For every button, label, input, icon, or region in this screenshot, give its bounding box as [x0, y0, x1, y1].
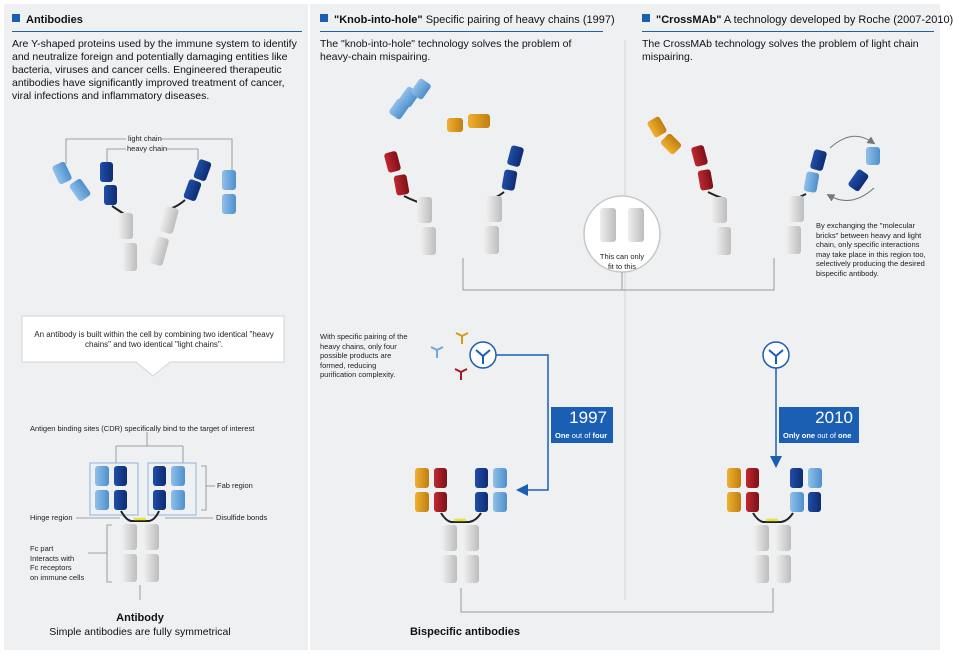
hinge-label: Hinge region: [30, 513, 73, 522]
crossmab-title: "CrossMAb" A technology developed by Roc…: [642, 14, 953, 26]
title-rule: [12, 31, 302, 32]
bispecific-caption: Bispecific antibodies: [409, 626, 521, 638]
year-1997-box: 1997 One out of four: [551, 407, 613, 443]
crossmab-side-text: By exchanging the "molecular bricks" bet…: [816, 221, 926, 278]
callout-text: An antibody is built within the cell by …: [34, 330, 274, 349]
crossmab-title-rule: [642, 31, 934, 32]
crossmab-illustration: [647, 116, 880, 255]
section-bullet-icon: [320, 14, 328, 22]
knob-bispecific-antibody: [415, 468, 507, 583]
callout-box: [21, 315, 285, 377]
year-2010: 2010: [815, 408, 853, 427]
antibody-caption-title: Antibody: [116, 612, 164, 624]
heavy-chain-label: heavy chain: [127, 144, 168, 153]
knob-text: The "knob-into-hole" technology solves t…: [320, 38, 572, 63]
year-2010-sub: Only one out of one: [783, 431, 852, 440]
fit-label: This can only fit to this: [599, 252, 645, 271]
knob-products-illustration: [430, 332, 549, 496]
crossmab-bispecific-antibody: [727, 468, 822, 583]
knob-into-hole-illustration: [384, 78, 775, 291]
year-1997-sub: One out of four: [555, 431, 608, 440]
antibodies-title: Antibodies: [12, 14, 83, 26]
bottom-connector: [460, 588, 774, 613]
section-bullet-icon: [642, 14, 650, 22]
light-chain-label: light chain: [128, 134, 162, 143]
disulfide-label: Disulfide bonds: [216, 513, 268, 522]
knob-title: "Knob-into-hole" Specific pairing of hea…: [320, 14, 615, 26]
knob-title-rule: [320, 31, 603, 32]
labelled-antibody-illustration: [76, 432, 215, 600]
antibodies-intro: Are Y-shaped proteins used by the immune…: [12, 38, 297, 102]
year-2010-box: 2010 Only one out of one: [779, 407, 859, 443]
fc-label: Fc part Interacts with Fc receptors on i…: [30, 544, 85, 582]
knob-side-text: With specific pairing of the heavy chain…: [320, 332, 408, 379]
antibody-assembly-illustration: [52, 138, 236, 271]
crossmab-text: The CrossMAb technology solves the probl…: [642, 38, 919, 63]
section-bullet-icon: [12, 14, 20, 22]
antibody-caption-sub: Simple antibodies are fully symmetrical: [49, 626, 231, 638]
cdr-label: Antigen binding sites (CDR) specifically…: [30, 424, 255, 433]
fab-label: Fab region: [217, 481, 253, 490]
crossmab-products-illustration: [762, 341, 790, 468]
year-1997: 1997: [569, 408, 607, 427]
